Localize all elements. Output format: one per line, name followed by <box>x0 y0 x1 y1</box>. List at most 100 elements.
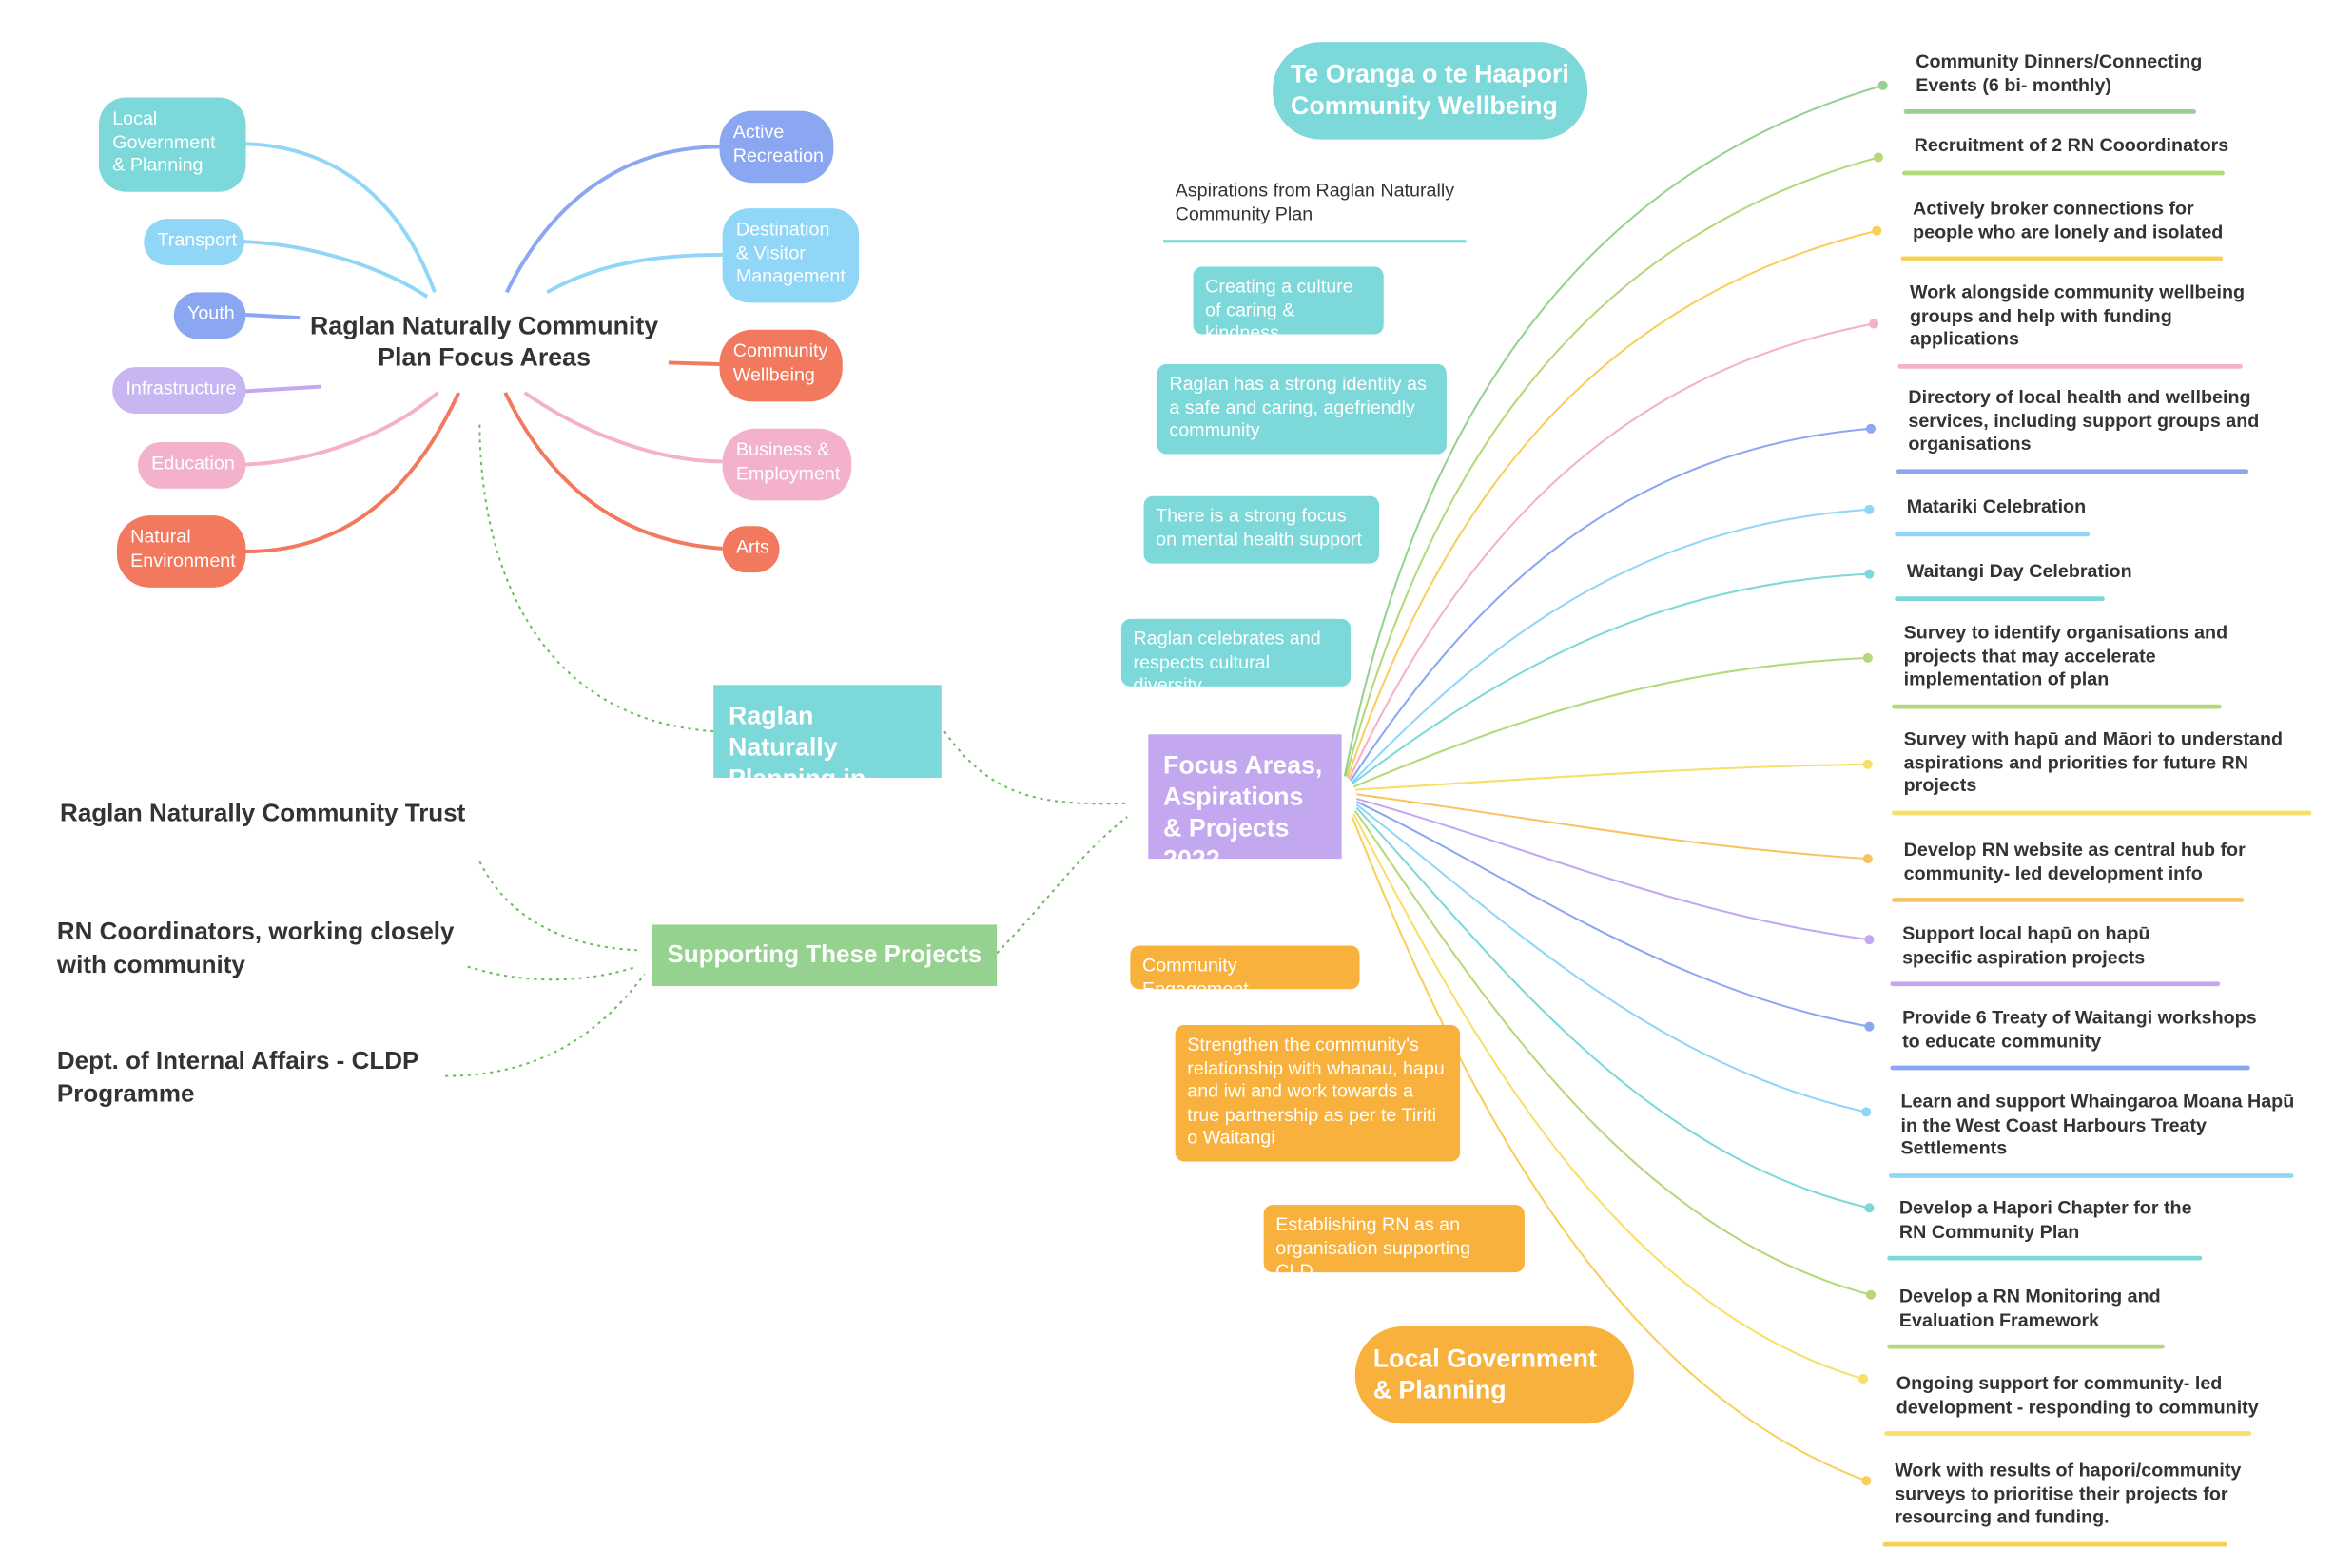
project-endpoint-dot <box>1865 423 1877 434</box>
local-government-node[interactable]: Local Government & Planning <box>1354 1326 1634 1424</box>
focus-area-transport[interactable]: Transport <box>144 219 244 265</box>
local-government-label: Local Government & Planning <box>1372 1344 1597 1404</box>
project-underline <box>1882 1541 2228 1547</box>
focus-area-infrastructure[interactable]: Infrastructure <box>112 367 246 415</box>
focus-areas-2022-node[interactable]: Focus Areas, Aspirations & Projects 2022 <box>1148 734 1342 874</box>
engagement-whanau[interactable]: Strengthen the community's relationship … <box>1175 1025 1461 1162</box>
project-item[interactable]: Develop RN website as central hub for co… <box>1892 839 2264 902</box>
aspiration-mental-health[interactable]: There is a strong focus on mental health… <box>1143 495 1380 564</box>
project-text: Actively broker connections for people w… <box>1913 198 2224 242</box>
focus-area-label: Active Recreation <box>732 121 824 166</box>
supporter-trust[interactable]: Raglan Naturally Community Trust <box>60 801 510 829</box>
aspiration-text: Creating a culture of caring & kindness <box>1205 276 1353 343</box>
project-item[interactable]: Survey with hapū and Māori to understand… <box>1892 728 2312 816</box>
planning-2021-label: Raglan Naturally Planning in 2021 <box>728 701 866 824</box>
project-underline <box>1890 1065 2250 1071</box>
project-text: Develop RN website as central hub for co… <box>1903 839 2246 884</box>
project-underline <box>1892 810 2312 816</box>
planning-2021-node[interactable]: Raglan Naturally Planning in 2021 <box>713 685 942 824</box>
project-text: Survey to identify organisations and pro… <box>1903 622 2228 690</box>
project-item[interactable]: Ongoing support for community- led devel… <box>1884 1373 2271 1436</box>
project-item[interactable]: Support local hapū on hapū specific aspi… <box>1890 923 2225 987</box>
project-endpoint-dot <box>1862 652 1873 663</box>
project-underline <box>1903 109 2196 114</box>
project-text: Develop a Hapori Chapter for the RN Comm… <box>1898 1197 2192 1242</box>
aspiration-identity[interactable]: Raglan has a strong identity as a safe a… <box>1157 363 1447 455</box>
engagement-text: Establishing RN as an organisation suppo… <box>1275 1213 1471 1282</box>
focus-area-label: Natural Environment <box>130 526 236 571</box>
project-item[interactable]: Matariki Celebration <box>1895 495 2207 537</box>
project-underline <box>1902 170 2225 176</box>
project-underline <box>1890 981 2221 987</box>
supporting-projects-node[interactable]: Supporting These Projects <box>652 924 998 987</box>
engagement-establishing-rn[interactable]: Establishing RN as an organisation suppo… <box>1263 1205 1525 1282</box>
project-item[interactable]: Develop a RN Monitoring and Evaluation F… <box>1887 1286 2184 1349</box>
focus-area-arts[interactable]: Arts <box>722 526 780 573</box>
focus-area-destination-visitor[interactable]: Destination & Visitor Management <box>722 208 860 303</box>
supporter-label: Dept. of Internal Affairs - CLDP Program… <box>56 1047 418 1108</box>
focus-areas-title-text: Raglan Naturally Community Plan Focus Ar… <box>309 311 659 372</box>
project-item[interactable]: Develop a Hapori Chapter for the RN Comm… <box>1887 1197 2207 1261</box>
project-endpoint-dot <box>1862 759 1873 769</box>
project-item[interactable]: Waitangi Day Celebration <box>1895 560 2207 602</box>
project-endpoint-dot <box>1873 152 1883 163</box>
project-underline <box>1884 1431 2252 1436</box>
project-endpoint-dot <box>1864 569 1875 579</box>
project-item[interactable]: Actively broker connections for people w… <box>1900 198 2250 261</box>
focus-area-label: Local Government & Planning <box>112 107 216 176</box>
focus-area-local-government[interactable]: Local Government & Planning <box>99 97 246 192</box>
project-underline <box>1897 363 2243 369</box>
project-item[interactable]: Provide 6 Treaty of Waitangi workshops t… <box>1890 1007 2262 1071</box>
focus-areas-title[interactable]: Raglan Naturally Community Plan Focus Ar… <box>300 310 669 373</box>
wellbeing-title-label: Te Oranga o te Haapori Community Wellbei… <box>1291 60 1569 121</box>
project-text: Learn and support Whaingaroa Moana Hapū … <box>1900 1091 2295 1159</box>
project-underline <box>1900 256 2224 261</box>
project-text: Matariki Celebration <box>1906 495 2087 517</box>
focus-area-label: Community Wellbeing <box>732 339 828 385</box>
project-text: Waitangi Day Celebration <box>1906 560 2132 582</box>
focus-area-education[interactable]: Education <box>138 441 246 489</box>
focus-area-youth[interactable]: Youth <box>173 292 246 339</box>
project-endpoint-dot <box>1872 225 1882 236</box>
project-endpoint-dot <box>1864 504 1875 514</box>
project-text: Community Dinners/Connecting Events (6 b… <box>1916 50 2203 96</box>
focus-area-business-employment[interactable]: Business & Employment <box>722 428 852 501</box>
focus-area-label: Transport <box>157 229 238 251</box>
supporting-projects-label: Supporting These Projects <box>667 940 982 969</box>
project-endpoint-dot <box>1858 1373 1869 1384</box>
project-text: Work alongside community wellbeing group… <box>1909 281 2246 350</box>
project-underline <box>1895 532 2091 537</box>
project-endpoint-dot <box>1877 80 1888 90</box>
focus-area-community-wellbeing[interactable]: Community Wellbeing <box>719 329 843 402</box>
project-underline <box>1895 596 2105 602</box>
project-endpoint-dot <box>1864 1021 1875 1032</box>
community-engagement-node[interactable]: Community Engagement <box>1130 945 1360 998</box>
project-item[interactable]: Survey to identify organisations and pro… <box>1892 622 2242 709</box>
focus-area-label: Infrastructure <box>126 377 237 399</box>
wellbeing-title-node[interactable]: Te Oranga o te Haapori Community Wellbei… <box>1273 42 1588 140</box>
project-item[interactable]: Recruitment of 2 RN Cooordinators <box>1902 135 2260 176</box>
focus-area-active-recreation[interactable]: Active Recreation <box>719 110 834 184</box>
aspiration-text: Raglan celebrates and respects cultural … <box>1133 628 1321 696</box>
project-item[interactable]: Community Dinners/Connecting Events (6 b… <box>1903 50 2267 114</box>
aspiration-diversity[interactable]: Raglan celebrates and respects cultural … <box>1120 618 1352 695</box>
supporter-coordinators[interactable]: RN Coordinators, working closely with co… <box>57 916 477 981</box>
focus-area-natural-environment[interactable]: Natural Environment <box>116 515 246 588</box>
project-text: Develop a RN Monitoring and Evaluation F… <box>1898 1286 2161 1330</box>
project-item[interactable]: Work with results of hapori/community su… <box>1882 1460 2254 1547</box>
project-item[interactable]: Directory of local health and wellbeing … <box>1896 387 2267 474</box>
project-item[interactable]: Work alongside community wellbeing group… <box>1897 281 2255 369</box>
focus-area-label: Business & Employment <box>735 438 841 484</box>
project-endpoint-dot <box>1862 854 1873 864</box>
aspirations-underline <box>1163 240 1467 243</box>
project-item[interactable]: Learn and support Whaingaroa Moana Hapū … <box>1888 1091 2305 1178</box>
project-underline <box>1888 1173 2294 1178</box>
supporter-dia-cldp[interactable]: Dept. of Internal Affairs - CLDP Program… <box>57 1045 462 1111</box>
project-endpoint-dot <box>1869 319 1879 329</box>
aspiration-caring[interactable]: Creating a culture of caring & kindness <box>1193 266 1384 343</box>
project-endpoint-dot <box>1861 1476 1872 1486</box>
project-underline <box>1892 704 2222 709</box>
project-underline <box>1892 898 2245 902</box>
focus-areas-2022-label: Focus Areas, Aspirations & Projects 2022 <box>1163 750 1323 874</box>
